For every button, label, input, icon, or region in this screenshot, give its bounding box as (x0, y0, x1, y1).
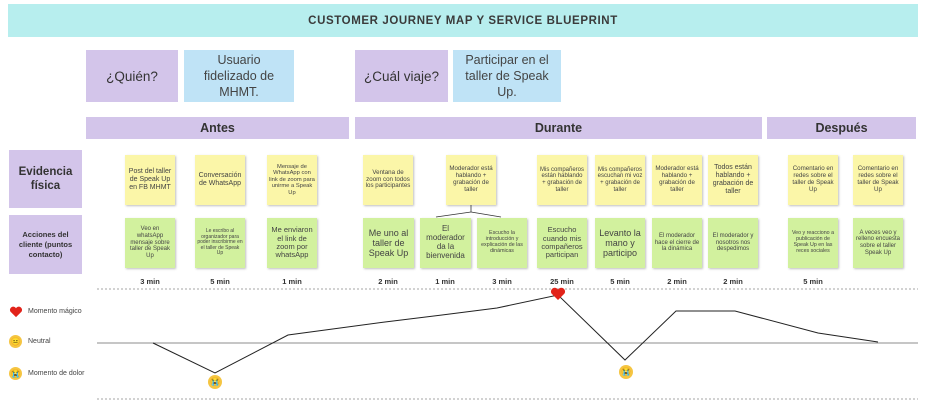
phase-after: Después (767, 117, 916, 139)
who-value: Usuario fidelizado de MHMT. (184, 50, 294, 102)
action-note: Veo y reacciono a publicación de Speak U… (788, 218, 838, 268)
duration-label: 3 min (140, 277, 160, 286)
evidence-note: Comentario en redes sobre el taller de S… (788, 155, 838, 205)
action-note: Le escribo al organizador para poder ins… (195, 218, 245, 268)
page-title: CUSTOMER JOURNEY MAP Y SERVICE BLUEPRINT (8, 4, 918, 37)
evidence-note: Mis compañeros están hablando + grabació… (537, 155, 587, 205)
duration-label: 1 min (282, 277, 302, 286)
duration-label: 25 min (550, 277, 574, 286)
crying-face-icon: 😭 (619, 365, 633, 379)
action-note: Escucho cuando mis compañeros participan (537, 218, 587, 268)
evidence-note: Mensaje de WhatsApp con link de zoom par… (267, 155, 317, 205)
evidence-note: Post del taller de Speak Up en FB MHMT (125, 155, 175, 205)
action-note: El moderador hace el cierre de la dinámi… (652, 218, 702, 268)
evidence-note: Moderador está hablando + grabación de t… (652, 155, 702, 205)
duration-label: 5 min (210, 277, 230, 286)
duration-label: 2 min (378, 277, 398, 286)
phase-during: Durante (355, 117, 762, 139)
duration-label: 1 min (435, 277, 455, 286)
phase-before: Antes (86, 117, 349, 139)
duration-label: 2 min (667, 277, 687, 286)
duration-label: 2 min (723, 277, 743, 286)
duration-label: 5 min (610, 277, 630, 286)
journey-value: Participar en el taller de Speak Up. (453, 50, 561, 102)
action-note: Levanto la mano y participo (595, 218, 645, 268)
heart-icon (9, 306, 23, 318)
evidence-note: Comentario en redes sobre el taller de S… (853, 155, 903, 205)
neutral-face-icon: 😐 (9, 335, 22, 348)
evidence-note: Conversación de WhatsApp (195, 155, 245, 205)
action-note: Escucho la introducción y explicación de… (477, 218, 527, 268)
legend-neutral-label: Neutral (28, 338, 51, 345)
row-label-actions: Acciones del cliente (puntos contacto) (9, 215, 82, 274)
who-label: ¿Quién? (86, 50, 178, 102)
evidence-note: Mis compañeros escuchan mi voz + grabaci… (595, 155, 645, 205)
journey-label: ¿Cuál viaje? (355, 50, 448, 102)
duration-label: 3 min (492, 277, 512, 286)
evidence-note: Ventana de zoom con todos los participan… (363, 155, 413, 205)
crying-face-icon: 😭 (208, 375, 222, 389)
action-note: Me enviaron el link de zoom por whatsApp (267, 218, 317, 268)
crying-face-icon: 😭 (9, 367, 22, 380)
action-note: El moderador y nosotros nos despedimos (708, 218, 758, 268)
action-note: Me uno al taller de Speak Up (363, 218, 414, 268)
legend-pain-label: Momento de dolor (28, 370, 85, 377)
action-note: Veo en whatsApp mensaje sobre taller de … (125, 218, 175, 268)
row-label-evidence: Evidencia física (9, 150, 82, 208)
evidence-note: Moderador está hablando + grabación de t… (446, 155, 496, 205)
emotion-curve (152, 294, 879, 374)
duration-label: 5 min (803, 277, 823, 286)
action-note: El moderador da la bienvenida (420, 218, 471, 268)
evidence-note: Todos están hablando + grabación de tall… (708, 155, 758, 205)
heart-icon (550, 287, 566, 301)
action-note: A veces veo y relleno encuesta sobre el … (853, 218, 903, 268)
legend-magic-label: Momento mágico (28, 308, 82, 315)
